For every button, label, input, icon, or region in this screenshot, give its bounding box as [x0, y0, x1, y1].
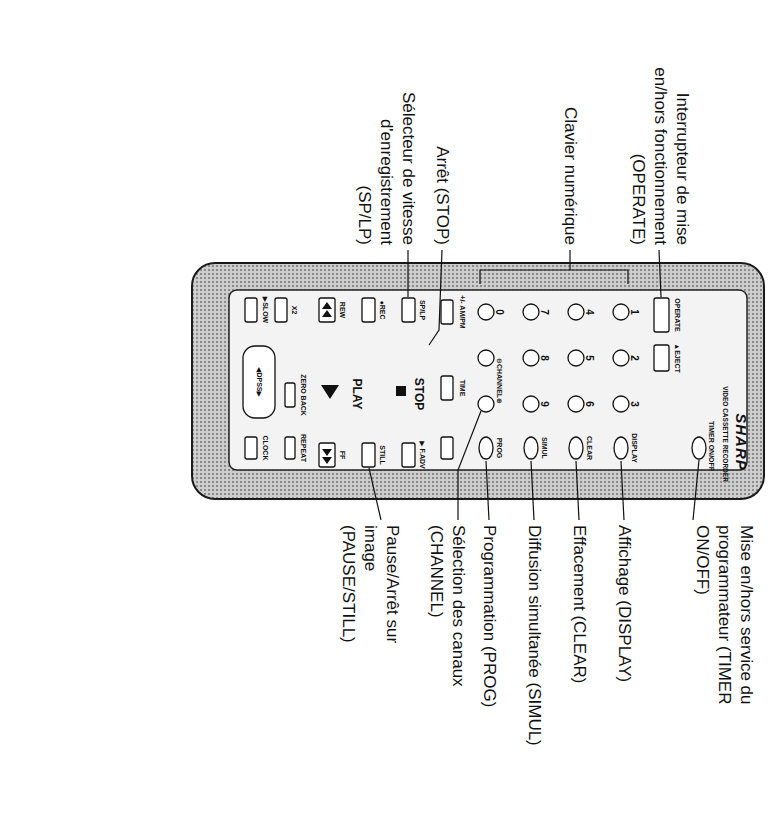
button-symbol	[321, 385, 339, 399]
key-label: PLAY	[350, 379, 364, 410]
oval-button	[614, 437, 628, 459]
button-label: +/- AM/PM	[459, 295, 466, 328]
rect-button	[402, 443, 415, 467]
callout-label: Interrupteur de mise en/hors fonctionnem…	[627, 45, 693, 245]
model-text: VIDEO CASSETTE RECORDER	[722, 386, 729, 482]
rect-button	[362, 443, 375, 467]
oval-button	[524, 437, 538, 459]
callout-label: Effacement (CLEAR)	[568, 525, 590, 825]
callout-label: Diffusion simultanée (SIMUL)	[523, 525, 545, 825]
button-symbol	[322, 449, 332, 464]
button-label: FF	[339, 451, 346, 460]
round-button	[568, 304, 584, 320]
leader-line	[458, 411, 481, 520]
leader-line	[486, 461, 489, 520]
round-button	[478, 304, 494, 320]
button-label: ◀DPSS▶	[255, 367, 263, 397]
button-label: 1	[629, 309, 640, 315]
rect-button	[441, 437, 453, 459]
rect-button	[441, 376, 453, 400]
button-label: 7	[539, 309, 550, 315]
leader-line	[569, 250, 570, 270]
round-button	[568, 396, 584, 412]
callout-label: Programmation (PROG)	[478, 525, 500, 825]
button-label: OPERATE	[674, 298, 681, 331]
button-label: TIMER ON/OFF	[708, 421, 715, 471]
oval-button	[479, 437, 493, 459]
rect-button	[319, 298, 335, 322]
button-label: STILL	[379, 445, 386, 464]
round-button	[613, 350, 629, 366]
brand-logo: SHARP	[733, 413, 750, 471]
round-button	[613, 396, 629, 412]
leader-line	[369, 468, 381, 520]
button-label: CLEAR	[586, 436, 593, 460]
rect-button	[654, 298, 669, 332]
button-label: 6	[584, 401, 595, 407]
button-label: REPEAT	[300, 434, 307, 462]
button-label: 5	[584, 355, 595, 361]
rect-button	[654, 345, 669, 371]
button-label: SIMUL	[541, 437, 548, 459]
rect-button	[285, 437, 295, 459]
rect-button	[245, 437, 257, 459]
button-label: ▶ F.ADV	[418, 441, 426, 469]
round-button	[523, 396, 539, 412]
button-label: 3	[629, 401, 640, 407]
button-symbol	[396, 386, 406, 396]
oval-button	[569, 437, 583, 459]
button-label: ●REC	[379, 300, 386, 319]
round-button	[613, 304, 629, 320]
leader-line	[531, 461, 534, 520]
callout-label: Sélection des canaux (CHANNEL)	[425, 525, 469, 700]
round-button	[568, 350, 584, 366]
callout-label: Pause/Arrêt sur image (PAUSE/STILL)	[337, 525, 403, 660]
rect-button	[245, 298, 257, 322]
button-label: REW	[339, 302, 346, 318]
rect-button	[402, 298, 415, 322]
callout-label: Arrêt (STOP)	[431, 45, 453, 245]
callout-label: Clavier numérique	[559, 45, 581, 245]
button-label: ▶SLOW	[261, 297, 269, 323]
leader-line	[659, 250, 661, 297]
leader-line	[576, 461, 579, 520]
button-label: PROG	[496, 438, 503, 459]
callout-label: Mise en/hors service du programmateur (T…	[691, 525, 757, 725]
rect-button	[362, 298, 375, 322]
button-label: TIME	[459, 380, 466, 397]
leader-line	[429, 250, 442, 345]
button-label: ZERO BACK	[300, 374, 307, 416]
leader-line	[693, 460, 699, 520]
button-label: 2	[629, 355, 640, 361]
button-label: SP/LP	[419, 300, 426, 320]
button-label: CLOCK	[262, 436, 269, 461]
leader-line	[621, 461, 624, 520]
rect-button	[319, 443, 335, 467]
key-label: STOP	[412, 378, 426, 410]
button-panel	[229, 290, 747, 470]
round-button	[478, 396, 494, 412]
round-button	[523, 304, 539, 320]
button-label: ⊖CHANNEL⊕	[495, 358, 503, 404]
leader-line	[407, 250, 408, 297]
round-button	[478, 350, 494, 366]
button-label: ▲EJECT	[674, 343, 681, 373]
oval-button	[692, 437, 706, 459]
button-label: X2	[291, 306, 298, 315]
button-label: 4	[584, 309, 595, 315]
rect-button	[285, 383, 295, 407]
rect-button	[275, 298, 287, 322]
button-label: 0	[494, 309, 505, 315]
rect-button	[441, 300, 453, 324]
dpss-rocker	[243, 346, 275, 418]
callout-label: Sélecteur de vitesse d'enregistrement (S…	[353, 60, 419, 245]
leader-line	[480, 270, 628, 284]
button-label: 9	[539, 401, 550, 407]
callout-label: Affichage (DISPLAY)	[613, 525, 635, 825]
round-button	[523, 350, 539, 366]
button-symbol	[322, 302, 332, 317]
button-label: 8	[539, 355, 550, 361]
button-label: DISPLAY	[631, 433, 638, 463]
